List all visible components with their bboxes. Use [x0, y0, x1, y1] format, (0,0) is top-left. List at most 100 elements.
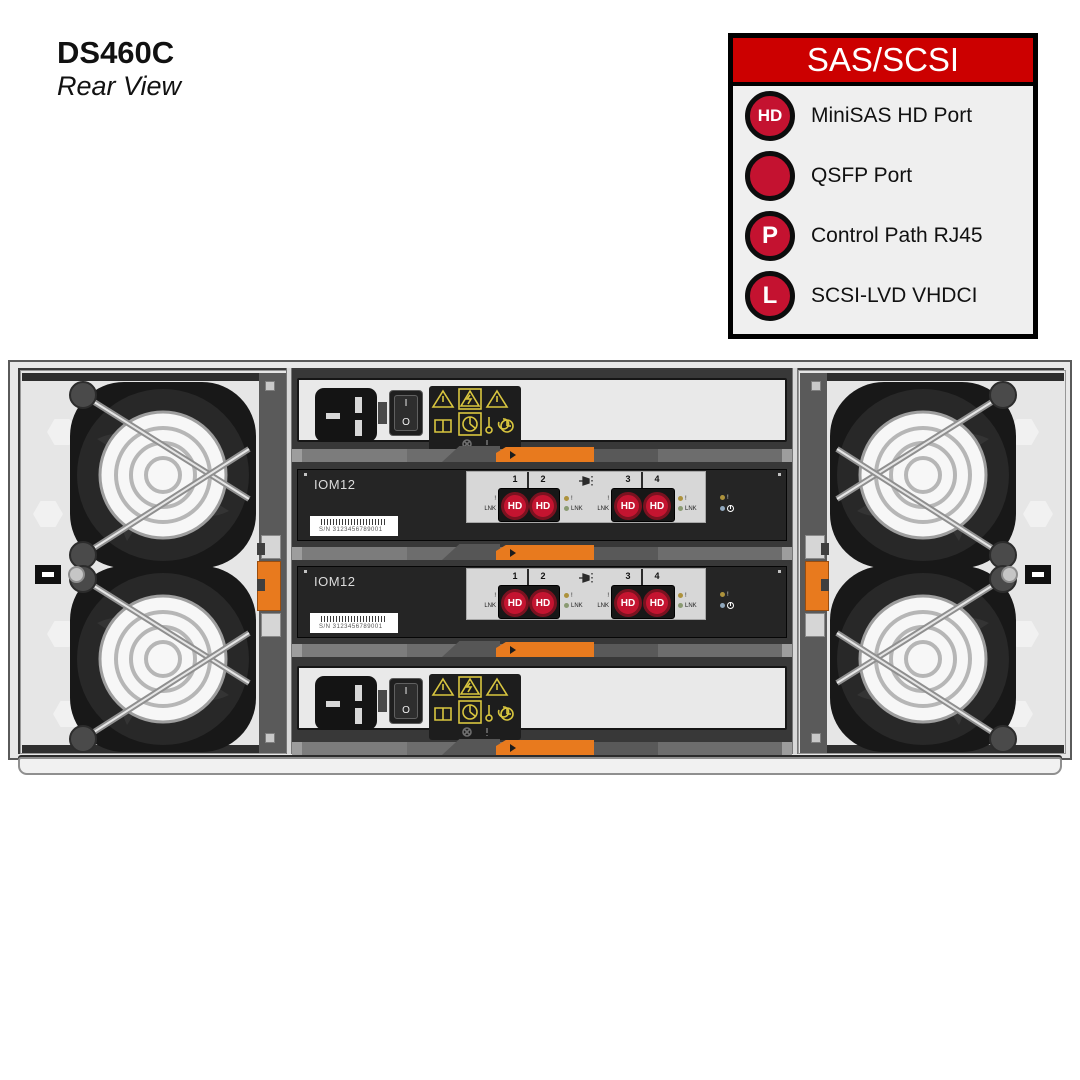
module-handle-orange	[496, 642, 594, 657]
rail-segment	[302, 449, 407, 462]
minisas-hd-port-4: HD	[643, 492, 671, 520]
port-number: 4	[654, 474, 660, 484]
controller-bay: I O	[292, 370, 792, 758]
led-alert-label: !	[685, 495, 687, 502]
fan-module-right	[798, 370, 1066, 754]
power-led	[720, 603, 725, 608]
rail-cap	[782, 449, 792, 462]
rail-segment	[302, 547, 407, 560]
led-link-label: LNK	[685, 505, 697, 512]
control-path-rj45-icon: P	[745, 211, 795, 261]
warning-icons	[431, 388, 514, 449]
led-link-label: LNK	[571, 505, 583, 512]
psu-bottom-handle-rail	[292, 739, 792, 757]
hex-watermark	[33, 501, 63, 527]
link-led	[564, 506, 569, 511]
module-handle-orange	[496, 447, 594, 462]
iom-name: IOM12	[314, 574, 356, 589]
iom-status-leds: !	[720, 494, 734, 512]
iom-b-handle-rail	[292, 641, 792, 659]
iom-body: IOM12 S/N 3123456789001 1 2 3 4 ! LNK	[297, 469, 787, 541]
barcode-icon	[321, 519, 385, 525]
latch-tab	[805, 613, 825, 637]
led-alert-label: !	[571, 592, 573, 599]
page-title: DS460C	[57, 35, 175, 70]
fan-status-group	[35, 565, 85, 584]
rail-cap	[292, 547, 302, 560]
scsi-lvd-vhdci-icon: L	[745, 271, 795, 321]
screw-icon	[265, 381, 275, 391]
screw-icon	[304, 473, 307, 476]
fan-module-label	[1025, 565, 1051, 584]
fan-status-led	[68, 566, 85, 583]
inlet-clip	[378, 690, 387, 712]
port-number: 2	[540, 571, 546, 581]
led-alert-label: !	[727, 591, 729, 598]
port-divider	[641, 569, 643, 585]
serial-number: S/N 3123456789001	[319, 527, 383, 533]
screw-icon	[304, 570, 307, 573]
iom12-module-a: IOM12 S/N 3123456789001 1 2 3 4 ! LNK	[292, 469, 792, 543]
legend-item-label: QSFP Port	[811, 164, 913, 187]
rail-cap	[782, 644, 792, 657]
power-inlet-c20	[315, 676, 377, 730]
screw-icon	[811, 733, 821, 743]
rail-hump	[442, 544, 500, 560]
port-number: 4	[654, 571, 660, 581]
legend-item: P Control Path RJ45	[733, 206, 1033, 266]
serial-label: S/N 3123456789001	[310, 613, 398, 633]
led-link-label: LNK	[484, 602, 496, 609]
legend: SAS/SCSI HD MiniSAS HD Port QSFP Port P …	[728, 33, 1038, 339]
switch-off-label: O	[402, 417, 410, 428]
fault-led	[678, 496, 683, 501]
rail-segment-dark	[594, 449, 658, 462]
handle-arrow-icon	[510, 744, 516, 752]
legend-header: SAS/SCSI	[733, 38, 1033, 86]
page-subtitle: Rear View	[57, 71, 182, 102]
port-number: 3	[625, 474, 631, 484]
sas-cable-icon	[579, 476, 593, 486]
port-panel: 1 2 3 4 ! LNK HD HD ! LNK !	[466, 471, 706, 523]
port-divider	[641, 472, 643, 488]
power-icon	[727, 602, 734, 609]
port-number: 1	[512, 474, 518, 484]
led-link-label: LNK	[685, 602, 697, 609]
qsfp-port-icon	[745, 151, 795, 201]
led-link-label: LNK	[571, 602, 583, 609]
bay-divider	[792, 368, 798, 754]
serial-number: S/N 3123456789001	[319, 624, 383, 630]
link-led	[564, 603, 569, 608]
led-link-label: LNK	[597, 602, 609, 609]
bay-divider	[286, 368, 292, 754]
fan-module-label	[35, 565, 61, 584]
power-switch: I O	[389, 678, 423, 724]
led-link-label: LNK	[484, 505, 496, 512]
chassis-flange	[18, 757, 1062, 775]
minisas-hd-port-2: HD	[529, 589, 557, 617]
rail-cap	[292, 644, 302, 657]
header: DS460C Rear View	[57, 35, 182, 104]
minisas-hd-port-3: HD	[614, 589, 642, 617]
warning-label	[429, 674, 521, 740]
minisas-hd-port-icon: HD	[745, 91, 795, 141]
rail-segment	[302, 644, 407, 657]
sas-cable-icon	[579, 573, 593, 583]
psu-top-handle-rail	[292, 446, 792, 464]
psu-top: I O	[292, 376, 792, 452]
power-icon	[727, 505, 734, 512]
fault-led	[720, 495, 725, 500]
port-led-group: ! LNK	[678, 495, 708, 512]
legend-item: HD MiniSAS HD Port	[733, 86, 1033, 146]
legend-item-label: Control Path RJ45	[811, 224, 983, 247]
fan-status-group	[1001, 565, 1051, 584]
handle-arrow-icon	[510, 451, 516, 459]
iom12-module-b: IOM12 S/N 3123456789001 1 2 3 4 ! LNK	[292, 566, 792, 640]
led-alert-label: !	[571, 495, 573, 502]
minisas-hd-port-3: HD	[614, 492, 642, 520]
link-led	[678, 603, 683, 608]
chassis-frame: I O	[8, 360, 1072, 760]
iom-body: IOM12 S/N 3123456789001 1 2 3 4 ! LNK	[297, 566, 787, 638]
led-alert-label: !	[607, 592, 609, 599]
rail-cap	[292, 449, 302, 462]
